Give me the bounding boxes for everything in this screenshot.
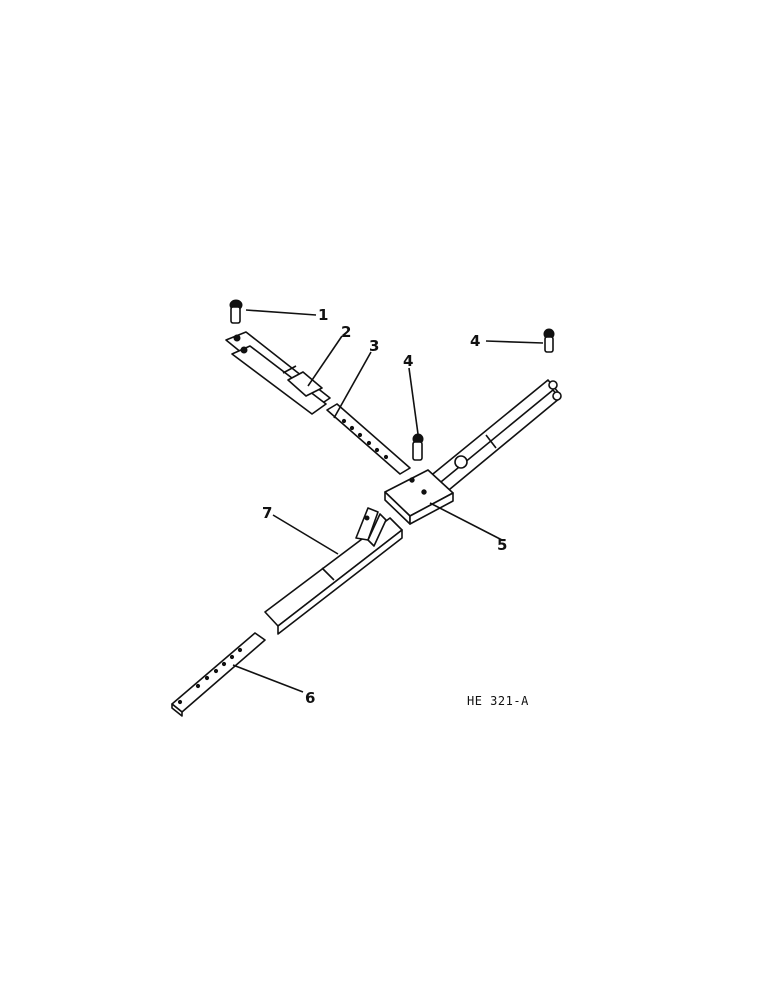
- diagram-reference-code: HE 321-A: [467, 694, 529, 708]
- bolt-part-1: [229, 299, 243, 324]
- leader-line-2: [307, 335, 343, 387]
- leader-line-1: [245, 309, 317, 316]
- callout-5: 5: [497, 536, 507, 554]
- leader-line-6: [232, 664, 304, 693]
- arm-tube-part-2: [225, 331, 331, 415]
- leader-line-3: [333, 351, 372, 419]
- callout-6: 6: [305, 689, 315, 707]
- arm-tube-right: [427, 379, 562, 495]
- bolt-part-4-right: [543, 328, 555, 353]
- perforated-bar-part-3: [326, 403, 411, 475]
- leader-line-5: [429, 502, 503, 541]
- callout-4-center: 4: [403, 352, 413, 370]
- callout-1: 1: [318, 306, 328, 324]
- bolt-part-4-center: [412, 433, 424, 461]
- leader-line-4-right: [485, 340, 544, 344]
- center-plate-part-5: [384, 469, 454, 525]
- leader-line-7: [272, 514, 339, 555]
- callout-3: 3: [369, 337, 379, 355]
- callout-7: 7: [262, 504, 272, 522]
- leader-line-4-center: [408, 367, 419, 435]
- perforated-bar-part-6: [171, 632, 266, 717]
- callout-4-right: 4: [470, 332, 480, 350]
- callout-2: 2: [341, 323, 351, 341]
- arm-tube-part-7: [264, 507, 403, 635]
